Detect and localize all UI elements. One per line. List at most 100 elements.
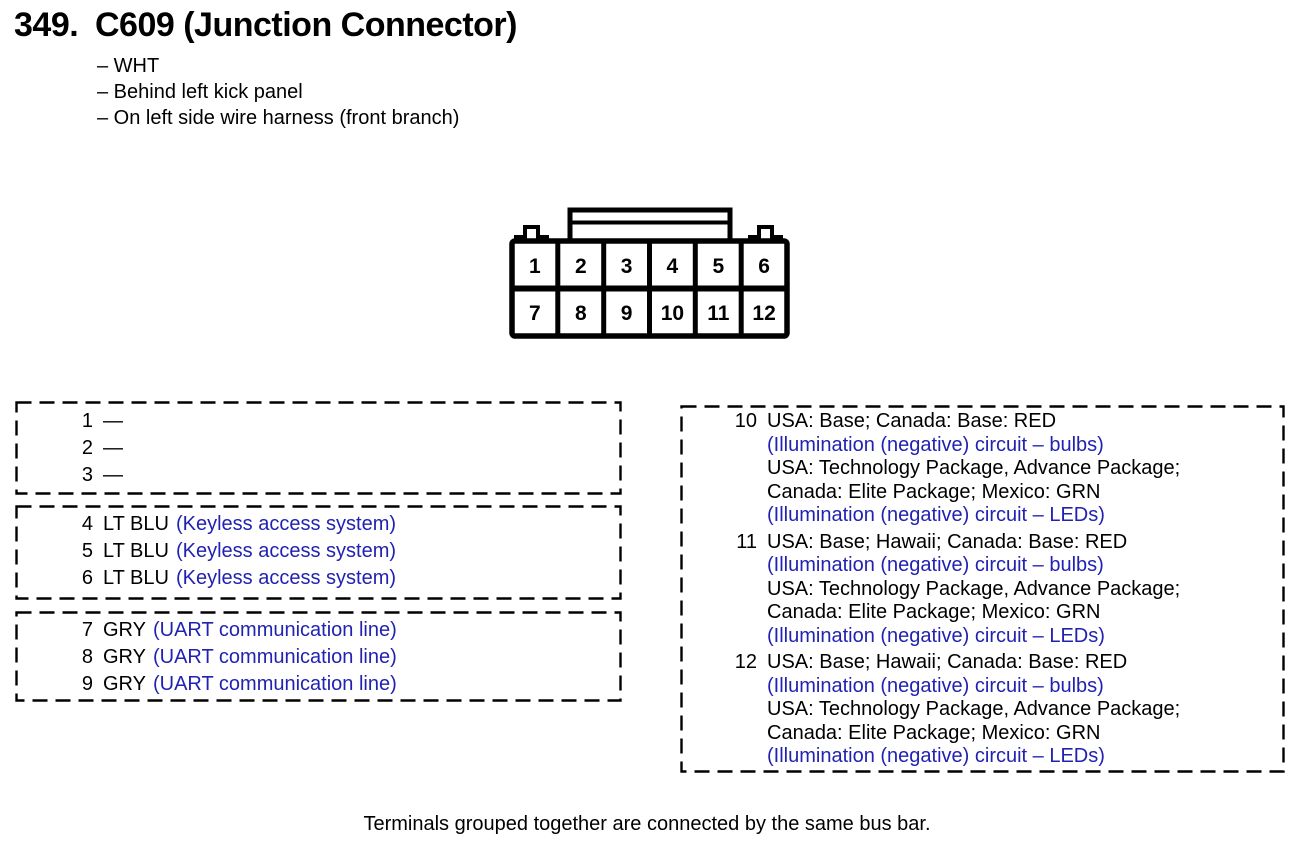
pin-10-block: 10 USA: Base; Canada: Base: RED (Illumina… [680, 410, 1285, 528]
pin-number: 5 [81, 540, 93, 562]
pin-description-row: USA: Technology Package, Advance Package… [680, 578, 1285, 602]
pin-number: 6 [81, 567, 93, 589]
pin-description-line: USA: Base; Canada: Base: RED [767, 410, 1057, 432]
detail-line: – Behind left kick panel [97, 81, 303, 103]
pin-row: 6 LT BLU (Keyless access system) [15, 565, 622, 592]
wire-label: GRY [103, 619, 146, 641]
pin-description-row: USA: Technology Package, Advance Package… [680, 457, 1285, 481]
pin-number: 9 [81, 673, 93, 695]
cell-dividers [512, 241, 787, 336]
pin-description-line: USA: Base; Hawaii; Canada: Base: RED [767, 651, 1128, 673]
bus-bar-group-pins-10-12: 10 USA: Base; Canada: Base: RED (Illumina… [680, 405, 1285, 773]
pin-description-row: (Illumination (negative) circuit – bulbs… [680, 554, 1285, 578]
pin-description-row: (Illumination (negative) circuit – LEDs) [680, 745, 1285, 769]
pin-number: 1 [81, 410, 93, 432]
pin-number: 11 [736, 530, 757, 553]
wire-label: GRY [103, 646, 146, 668]
section-number: 349. [14, 6, 79, 44]
pin-number: 7 [81, 619, 93, 641]
pin-cell-8: 8 [575, 302, 587, 325]
pin-row: 11 USA: Base; Hawaii; Canada: Base: RED [680, 531, 1285, 555]
guide-bump-right [748, 225, 783, 241]
pin-number: 10 [734, 410, 757, 432]
wire-label: — [103, 410, 123, 432]
pin-description-row: (Illumination (negative) circuit – LEDs) [680, 504, 1285, 528]
connector-details: – WHT – Behind left kick panel – On left… [97, 53, 459, 131]
pin-cell-9: 9 [621, 302, 633, 325]
dashed-border [15, 611, 622, 702]
pin-number: 2 [81, 437, 93, 459]
guide-bump-left [514, 225, 549, 241]
circuit-note: (UART communication line) [152, 646, 397, 668]
wire-label: LT BLU [103, 513, 169, 535]
wire-label: — [103, 437, 123, 459]
pin-row: 8 GRY (UART communication line) [15, 644, 622, 671]
detail-line: – WHT [97, 55, 160, 77]
pin-description-line: (Illumination (negative) circuit – LEDs) [767, 504, 1105, 526]
pin-description-line: (Illumination (negative) circuit – LEDs) [767, 624, 1105, 647]
latch-tab [567, 207, 733, 244]
pin-cell-2: 2 [575, 255, 587, 278]
circuit-note: (Keyless access system) [175, 513, 397, 535]
pin-cell-7: 7 [529, 302, 541, 325]
pin-row: 12 USA: Base; Hawaii; Canada: Base: RED [680, 651, 1285, 675]
pin-row: 1— [15, 408, 622, 435]
pin-number: 4 [81, 513, 93, 535]
pin-description-line: USA: Base; Hawaii; Canada: Base: RED [767, 530, 1128, 553]
dashed-border [680, 405, 1285, 773]
pin-cell-4: 4 [667, 255, 679, 278]
pin-row: 2— [15, 435, 622, 462]
wire-label: GRY [103, 673, 146, 695]
pin-row: 4 LT BLU (Keyless access system) [15, 511, 622, 538]
bus-bar-footnote: Terminals grouped together are connected… [363, 813, 931, 835]
pin-row: 9 GRY (UART communication line) [15, 671, 622, 698]
pin-row: 10 USA: Base; Canada: Base: RED [680, 410, 1285, 434]
dashed-border [15, 505, 622, 600]
dashed-border [15, 401, 622, 495]
pin-description-line: (Illumination (negative) circuit – LEDs) [767, 745, 1105, 767]
pin-cell-6: 6 [758, 255, 770, 278]
connector-diagram: 1 2 3 4 5 6 7 8 9 10 11 12 [509, 207, 790, 339]
circuit-note: (UART communication line) [152, 619, 397, 641]
circuit-note: (UART communication line) [152, 673, 397, 695]
pin-description-line: USA: Technology Package, Advance Package… [767, 457, 1181, 479]
circuit-note: (Keyless access system) [175, 567, 397, 589]
pin-description-row: Canada: Elite Package; Mexico: GRN [680, 481, 1285, 505]
pin-description-line: (Illumination (negative) circuit – bulbs… [767, 674, 1104, 697]
pin-description-row: USA: Technology Package, Advance Package… [680, 698, 1285, 722]
pin-description-row: (Illumination (negative) circuit – bulbs… [680, 434, 1285, 458]
pin-cell-1: 1 [529, 255, 541, 278]
pin-description-line: (Illumination (negative) circuit – bulbs… [767, 433, 1104, 456]
pin-12-block: 12 USA: Base; Hawaii; Canada: Base: RED (… [680, 651, 1285, 769]
circuit-note: (Keyless access system) [175, 540, 397, 562]
bus-bar-group-pins-1-3: 1— 2— 3— [15, 401, 622, 495]
pin-row: 7 GRY (UART communication line) [15, 617, 622, 644]
bus-bar-group-pins-4-6: 4 LT BLU (Keyless access system) 5 LT BLU (K… [15, 505, 622, 600]
wire-label: — [103, 464, 123, 486]
pin-description-line: Canada: Elite Package; Mexico: GRN [767, 480, 1101, 503]
pin-description-line: Canada: Elite Package; Mexico: GRN [767, 721, 1101, 744]
pin-number: 3 [81, 464, 93, 486]
pin-cell-12: 12 [752, 302, 775, 325]
pin-description-row: (Illumination (negative) circuit – LEDs) [680, 625, 1285, 649]
pin-description-row: (Illumination (negative) circuit – bulbs… [680, 675, 1285, 699]
pin-description-line: USA: Technology Package, Advance Package… [767, 698, 1181, 720]
pin-cell-3: 3 [621, 255, 633, 278]
wire-label: LT BLU [103, 540, 169, 562]
pin-cell-10: 10 [661, 302, 684, 325]
pin-row: 5 LT BLU (Keyless access system) [15, 538, 622, 565]
pin-cell-11: 11 [707, 302, 730, 325]
pin-description-row: Canada: Elite Package; Mexico: GRN [680, 722, 1285, 746]
pin-description-line: USA: Technology Package, Advance Package… [767, 577, 1181, 600]
pin-number: 12 [734, 651, 757, 673]
wire-label: LT BLU [103, 567, 169, 589]
pin-11-block: 11 USA: Base; Hawaii; Canada: Base: RED (… [680, 531, 1285, 649]
pin-cell-5: 5 [712, 255, 724, 278]
pin-number: 8 [81, 646, 93, 668]
pin-row: 3— [15, 462, 622, 489]
pin-description-line: Canada: Elite Package; Mexico: GRN [767, 601, 1101, 623]
pin-description-row: Canada: Elite Package; Mexico: GRN [680, 601, 1285, 625]
page-title: C609 (Junction Connector) [95, 6, 517, 44]
